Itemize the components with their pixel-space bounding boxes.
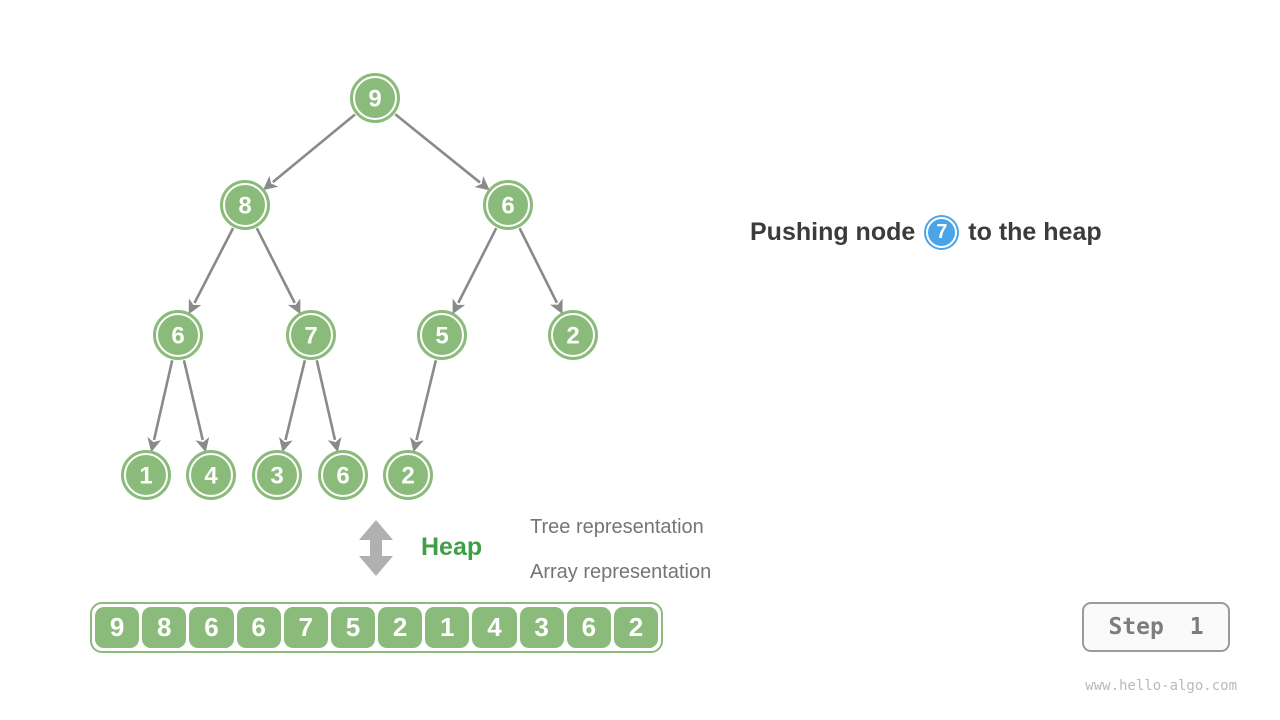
node-value: 6 xyxy=(501,193,514,220)
array-cell: 8 xyxy=(142,607,187,648)
tree-edge xyxy=(147,360,174,453)
step-button[interactable]: Step 1 xyxy=(1082,602,1230,652)
node-value: 7 xyxy=(304,323,317,350)
pushed-node-value: 7 xyxy=(936,220,948,243)
node-ring xyxy=(156,313,200,357)
tree-node: 4 xyxy=(186,450,236,500)
node-value: 4 xyxy=(204,463,218,490)
node-value: 6 xyxy=(171,323,184,350)
node-ring xyxy=(486,183,530,227)
tree-node: 9 xyxy=(350,73,400,123)
tree-node: 6 xyxy=(318,450,368,500)
caption: Pushing node 7 to the heap xyxy=(750,211,1102,253)
tree-edge xyxy=(518,227,563,315)
tree-node: 2 xyxy=(548,310,598,360)
node-ring xyxy=(223,183,267,227)
tree-node: 1 xyxy=(121,450,171,500)
array-representation-label: Array representation xyxy=(530,561,712,583)
node-ring xyxy=(321,453,365,497)
node-value: 9 xyxy=(368,86,381,113)
up-down-arrow-icon xyxy=(359,520,393,576)
array-cell: 7 xyxy=(283,607,328,648)
tree-edges xyxy=(147,113,563,453)
caption-suffix: to the heap xyxy=(968,217,1102,246)
node-ring xyxy=(386,453,430,497)
node-value: 5 xyxy=(435,323,448,350)
node-value: 1 xyxy=(139,463,152,490)
watermark: www.hello-algo.com xyxy=(1085,678,1237,694)
array-cell: 5 xyxy=(330,607,376,648)
node-ring xyxy=(124,453,168,497)
tree-node: 5 xyxy=(417,310,467,360)
array-cell: 2 xyxy=(613,607,659,648)
tree-edge xyxy=(394,113,490,191)
caption-prefix: Pushing node xyxy=(750,217,916,246)
tree-edge xyxy=(452,227,498,315)
array-cell: 6 xyxy=(236,607,281,648)
tree-edge xyxy=(279,359,307,453)
array-cell: 4 xyxy=(472,607,517,648)
tree-node: 2 xyxy=(383,450,433,500)
tree-representation-label: Tree representation xyxy=(530,516,704,538)
array-cell: 1 xyxy=(425,607,470,648)
tree-edge xyxy=(182,360,210,453)
array-cell: 2 xyxy=(378,607,423,648)
tree-nodes: 9 8 6 6 7 5 2 1 4 3 6 2 xyxy=(121,73,598,500)
node-ring xyxy=(289,313,333,357)
tree-edge xyxy=(315,360,342,453)
array-cell: 9 xyxy=(95,607,140,648)
array-cell: 3 xyxy=(519,607,564,648)
node-ring xyxy=(420,313,464,357)
node-ring xyxy=(189,453,233,497)
array-cell: 6 xyxy=(189,607,234,648)
node-value: 6 xyxy=(336,463,349,490)
node-value: 8 xyxy=(238,193,251,220)
node-value: 2 xyxy=(566,323,579,350)
heap-label: Heap xyxy=(421,533,483,561)
tree-node: 8 xyxy=(220,180,270,230)
tree-node: 6 xyxy=(483,180,533,230)
node-ring xyxy=(551,313,595,357)
node-ring xyxy=(353,76,397,120)
node-ring xyxy=(255,453,299,497)
array-cell: 6 xyxy=(566,607,611,648)
tree-edge xyxy=(410,359,438,453)
tree-node: 6 xyxy=(153,310,203,360)
tree-edge xyxy=(263,113,356,191)
tree-node: 3 xyxy=(252,450,302,500)
pushed-node-badge: 7 xyxy=(924,214,960,250)
node-value: 2 xyxy=(401,463,414,490)
tree-edge xyxy=(188,227,235,315)
tree-edge xyxy=(255,227,301,315)
node-value: 3 xyxy=(270,463,283,490)
tree-node: 7 xyxy=(286,310,336,360)
